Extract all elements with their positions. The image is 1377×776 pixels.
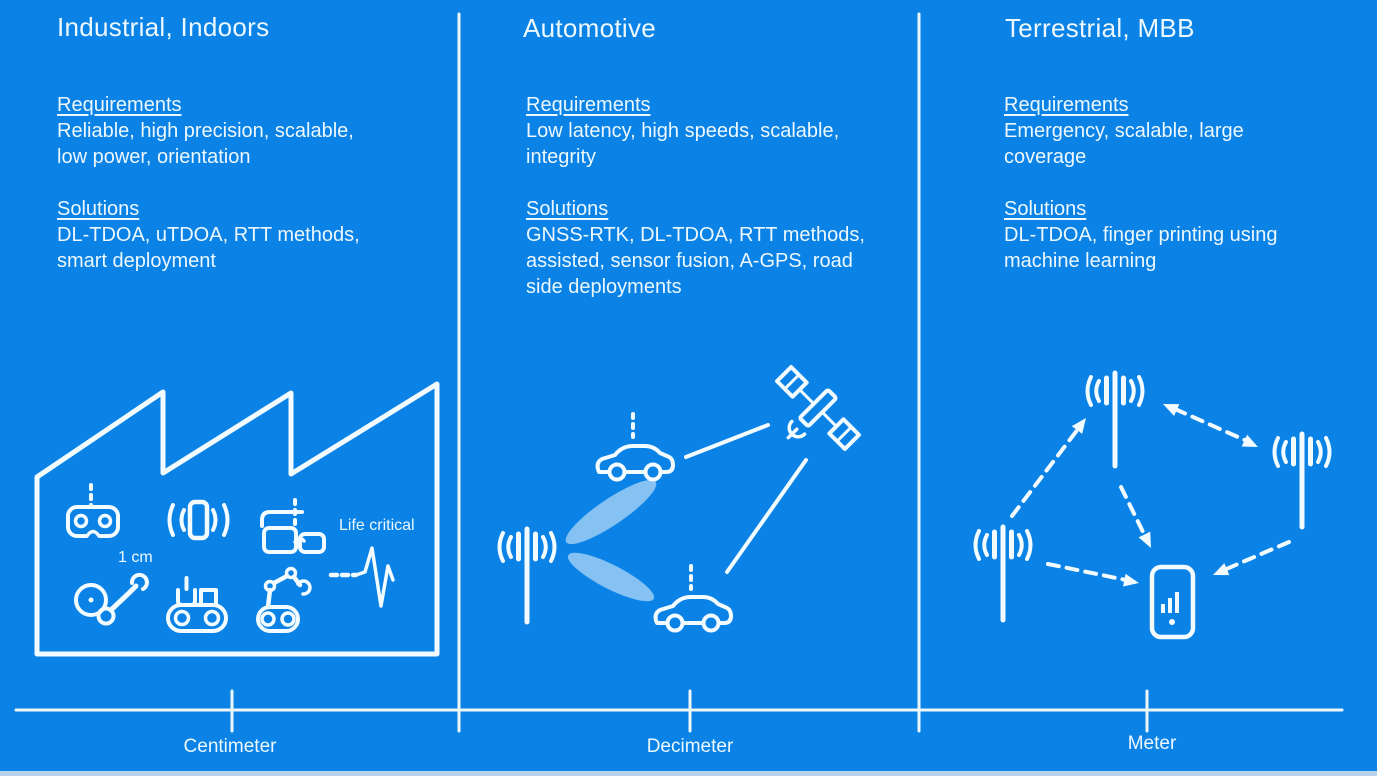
base-station-icon <box>976 527 1031 620</box>
asset-tag-signal-icon <box>167 499 230 541</box>
industrial-illustration <box>34 381 440 657</box>
solutions-heading: Solutions <box>57 198 140 220</box>
life-critical-label: Life critical <box>339 517 415 534</box>
dashed-arrow-icon <box>1010 407 1291 582</box>
scale-note: 1 cm <box>118 549 153 566</box>
automotive-illustration <box>500 364 862 633</box>
beam-lobe-icon <box>567 552 655 602</box>
satellite-icon <box>774 364 862 452</box>
column-dividers <box>457 12 921 733</box>
robot-grinder-icon <box>74 572 149 626</box>
solutions-text: GNSS-RTK, DL-TDOA, RTT methods, <box>526 224 865 246</box>
axis-label-meter: Meter <box>1127 733 1177 754</box>
column-title-automotive: Automotive <box>523 13 657 43</box>
factory-icon <box>34 381 440 657</box>
requirements-text: low power, orientation <box>57 146 251 168</box>
solutions-text: assisted, sensor fusion, A-GPS, road <box>526 250 853 272</box>
heartbeat-icon <box>328 546 395 608</box>
tracked-robot-arm-icon <box>256 566 312 633</box>
solutions-text: side deployments <box>526 276 682 298</box>
solutions-heading: Solutions <box>1004 198 1087 220</box>
base-station-icon <box>1088 373 1143 466</box>
solutions-text: smart deployment <box>57 250 216 272</box>
requirements-text: integrity <box>526 146 597 168</box>
solutions-text: machine learning <box>1004 250 1157 272</box>
requirements-heading: Requirements <box>57 94 182 116</box>
requirements-text: Reliable, high precision, scalable, <box>57 120 354 142</box>
terrestrial-illustration <box>976 373 1330 640</box>
slide-bottom-edge <box>0 771 1377 776</box>
car-icon <box>595 444 675 482</box>
scale-axis <box>14 689 1344 733</box>
requirements-text: Emergency, scalable, large <box>1004 120 1244 142</box>
solutions-heading: Solutions <box>526 198 609 220</box>
column-title-terrestrial: Terrestrial, MBB <box>1005 13 1195 43</box>
smart-glasses-icon <box>260 510 326 554</box>
axis-label-decimeter: Decimeter <box>646 736 734 757</box>
column-title-industrial: Industrial, Indoors <box>57 12 270 42</box>
beam-lobe-icon <box>565 479 657 545</box>
satellite-link-line <box>725 458 808 574</box>
requirements-heading: Requirements <box>1004 94 1129 116</box>
base-station-icon <box>500 529 555 622</box>
base-station-icon <box>1275 434 1330 527</box>
conveyor-belt-icon <box>166 576 228 633</box>
car-icon <box>653 595 733 633</box>
axis-label-centimeter: Centimeter <box>183 736 277 757</box>
solutions-text: DL-TDOA, finger printing using <box>1004 224 1278 246</box>
satellite-link-line <box>684 423 770 459</box>
requirements-text: Low latency, high speeds, scalable, <box>526 120 840 142</box>
solutions-text: DL-TDOA, uTDOA, RTT methods, <box>57 224 360 246</box>
requirements-heading: Requirements <box>526 94 651 116</box>
vr-goggles-icon <box>66 505 120 545</box>
arrowheads <box>1071 397 1262 590</box>
smartphone-icon <box>1149 564 1196 640</box>
requirements-text: coverage <box>1004 146 1087 168</box>
